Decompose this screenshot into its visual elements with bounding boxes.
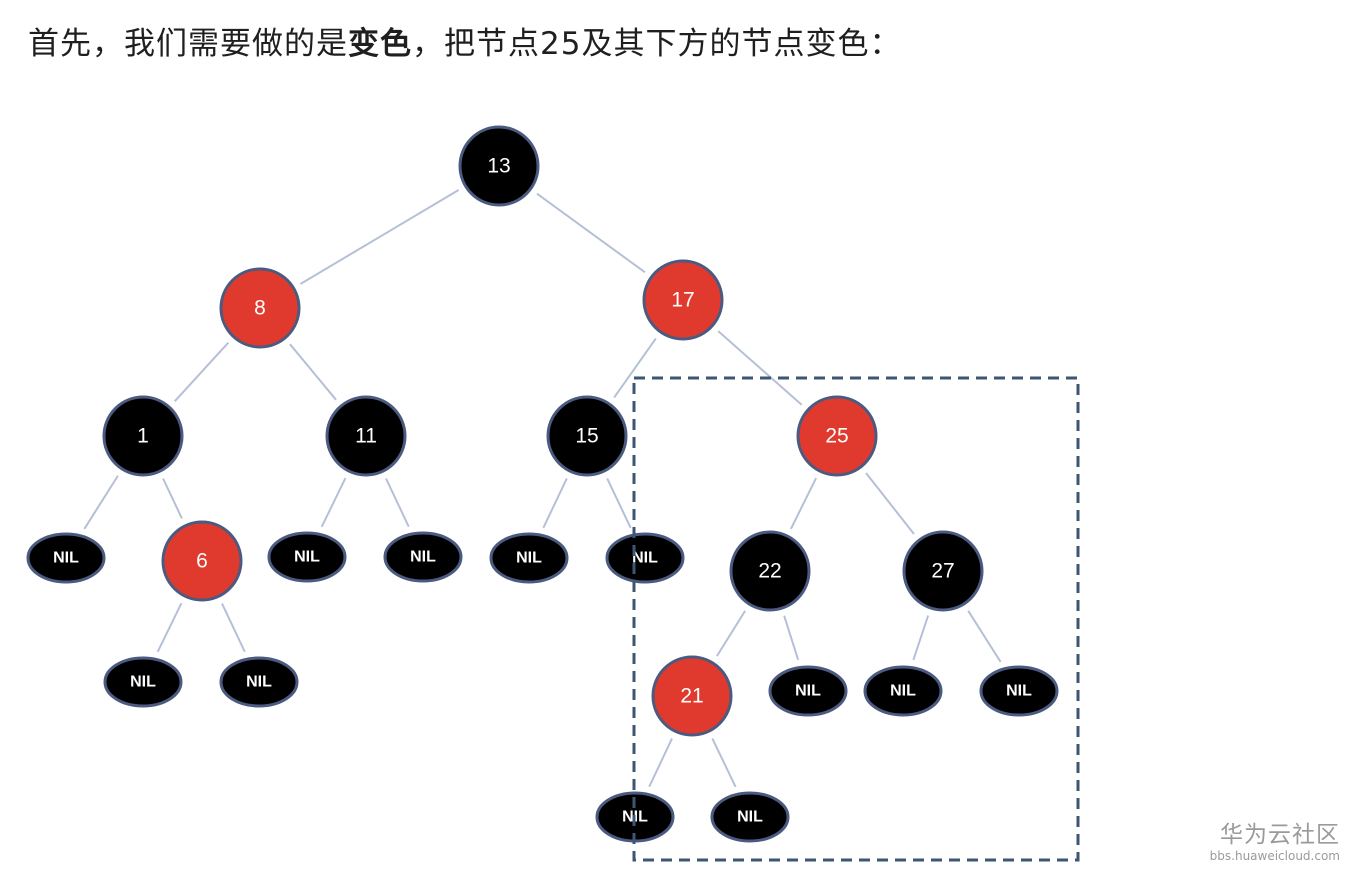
edge-25-27 (865, 472, 915, 535)
tree-node-13: 13 (458, 125, 540, 207)
nil-leaf-shape (710, 791, 790, 843)
edge-15-nil-15a (542, 478, 568, 529)
tree-node-1: 1 (102, 395, 184, 477)
node-label: 11 (355, 425, 377, 448)
node-label: 6 (196, 550, 208, 573)
edge-11-nil-11a (320, 477, 347, 528)
nil-leaf-shape (863, 665, 943, 717)
nil-leaf-nil-22b: NIL (768, 665, 848, 717)
node-circle (902, 530, 984, 612)
edge-1-6 (162, 478, 183, 519)
node-label: 8 (254, 297, 266, 320)
tree-node-17: 17 (642, 259, 724, 341)
edge-17-25 (717, 330, 803, 406)
tree-node-21: 21 (651, 655, 733, 737)
tree-node-11: 11 (325, 395, 407, 477)
nil-label: NIL (632, 550, 658, 567)
nil-leaf-shape (605, 532, 685, 584)
edge-22-21 (716, 610, 746, 657)
node-circle (219, 267, 301, 349)
instruction-part-2: ，把节点25及其下方的节点变色： (412, 26, 902, 62)
edge-1-nil-1a (83, 475, 119, 530)
node-circle (325, 395, 407, 477)
node-circle (102, 395, 184, 477)
edge-27-nil-27a (912, 615, 930, 661)
nil-label: NIL (294, 549, 320, 566)
edge-8-11 (289, 343, 337, 401)
nil-leaf-shape (979, 665, 1059, 717)
watermark-brand: 华为云社区 (1220, 822, 1340, 848)
tree-node-15: 15 (546, 395, 628, 477)
nil-label: NIL (890, 683, 916, 700)
watermark: 华为云社区 bbs.huaweicloud.com (1210, 822, 1340, 864)
node-label: 17 (671, 289, 694, 312)
nil-leaf-shape (103, 656, 183, 708)
node-label: 25 (825, 425, 848, 448)
edge-6-nil-6a (156, 602, 183, 653)
node-circle (651, 655, 733, 737)
nil-leaf-nil-27a: NIL (863, 665, 943, 717)
tree-node-27: 27 (902, 530, 984, 612)
tree-edges (83, 189, 1002, 788)
nil-leaf-nil-11a: NIL (267, 531, 347, 583)
watermark-site: bbs.huaweicloud.com (1209, 849, 1340, 863)
nil-leaf-nil-15a: NIL (489, 532, 569, 584)
instruction-part-1: 首先，我们需要做的是 (28, 26, 348, 62)
edge-17-15 (613, 337, 657, 399)
node-circle (458, 125, 540, 207)
instruction-emphasis: 变色 (348, 26, 412, 62)
tree-node-22: 22 (729, 530, 811, 612)
edge-13-17 (536, 192, 646, 274)
nil-label: NIL (410, 549, 436, 566)
node-label: 15 (575, 425, 598, 448)
node-label: 22 (758, 560, 781, 583)
nil-leaf-shape (768, 665, 848, 717)
nil-label: NIL (246, 674, 272, 691)
nil-label: NIL (737, 809, 763, 826)
nil-leaf-shape (26, 532, 106, 584)
edge-21-nil-21b (711, 737, 737, 788)
node-circle (546, 395, 628, 477)
nil-leaf-shape (383, 531, 463, 583)
instruction-text: 首先，我们需要做的是变色，把节点25及其下方的节点变色： (28, 18, 901, 63)
nil-label: NIL (1006, 683, 1032, 700)
edge-11-nil-11b (385, 478, 410, 528)
nil-leaf-nil-6a: NIL (103, 656, 183, 708)
nil-label: NIL (130, 674, 156, 691)
edge-27-nil-27b (967, 610, 1002, 663)
nil-label: NIL (795, 683, 821, 700)
tree-node-8: 8 (219, 267, 301, 349)
nil-leaf-shape (489, 532, 569, 584)
node-label: 13 (487, 155, 510, 178)
node-circle (796, 395, 878, 477)
node-circle (642, 259, 724, 341)
edge-21-nil-21a (648, 738, 673, 788)
edge-22-nil-22b (783, 615, 800, 661)
nil-leaf-nil-11b: NIL (383, 531, 463, 583)
tree-node-25: 25 (796, 395, 878, 477)
nil-label: NIL (53, 550, 79, 567)
node-circle (161, 520, 243, 602)
edge-13-8 (299, 189, 460, 285)
edge-8-1 (173, 342, 230, 402)
nil-leaf-nil-6b: NIL (219, 656, 299, 708)
nil-leaf-nil-15b: NIL (605, 532, 685, 584)
nil-leaf-nil-1a: NIL (26, 532, 106, 584)
edge-6-nil-6b (221, 603, 246, 653)
nil-leaf-shape (267, 531, 347, 583)
nil-leaf-nil-27b: NIL (979, 665, 1059, 717)
nil-leaf-nil-21b: NIL (710, 791, 790, 843)
node-label: 21 (680, 685, 703, 708)
edge-15-nil-15b (606, 478, 632, 529)
node-circle (729, 530, 811, 612)
node-label: 1 (137, 425, 149, 448)
nil-label: NIL (516, 550, 542, 567)
edge-25-22 (789, 477, 818, 530)
nil-leaf-shape (219, 656, 299, 708)
tree-node-6: 6 (161, 520, 243, 602)
node-label: 27 (931, 560, 954, 583)
recolor-selection-box (632, 376, 1080, 862)
